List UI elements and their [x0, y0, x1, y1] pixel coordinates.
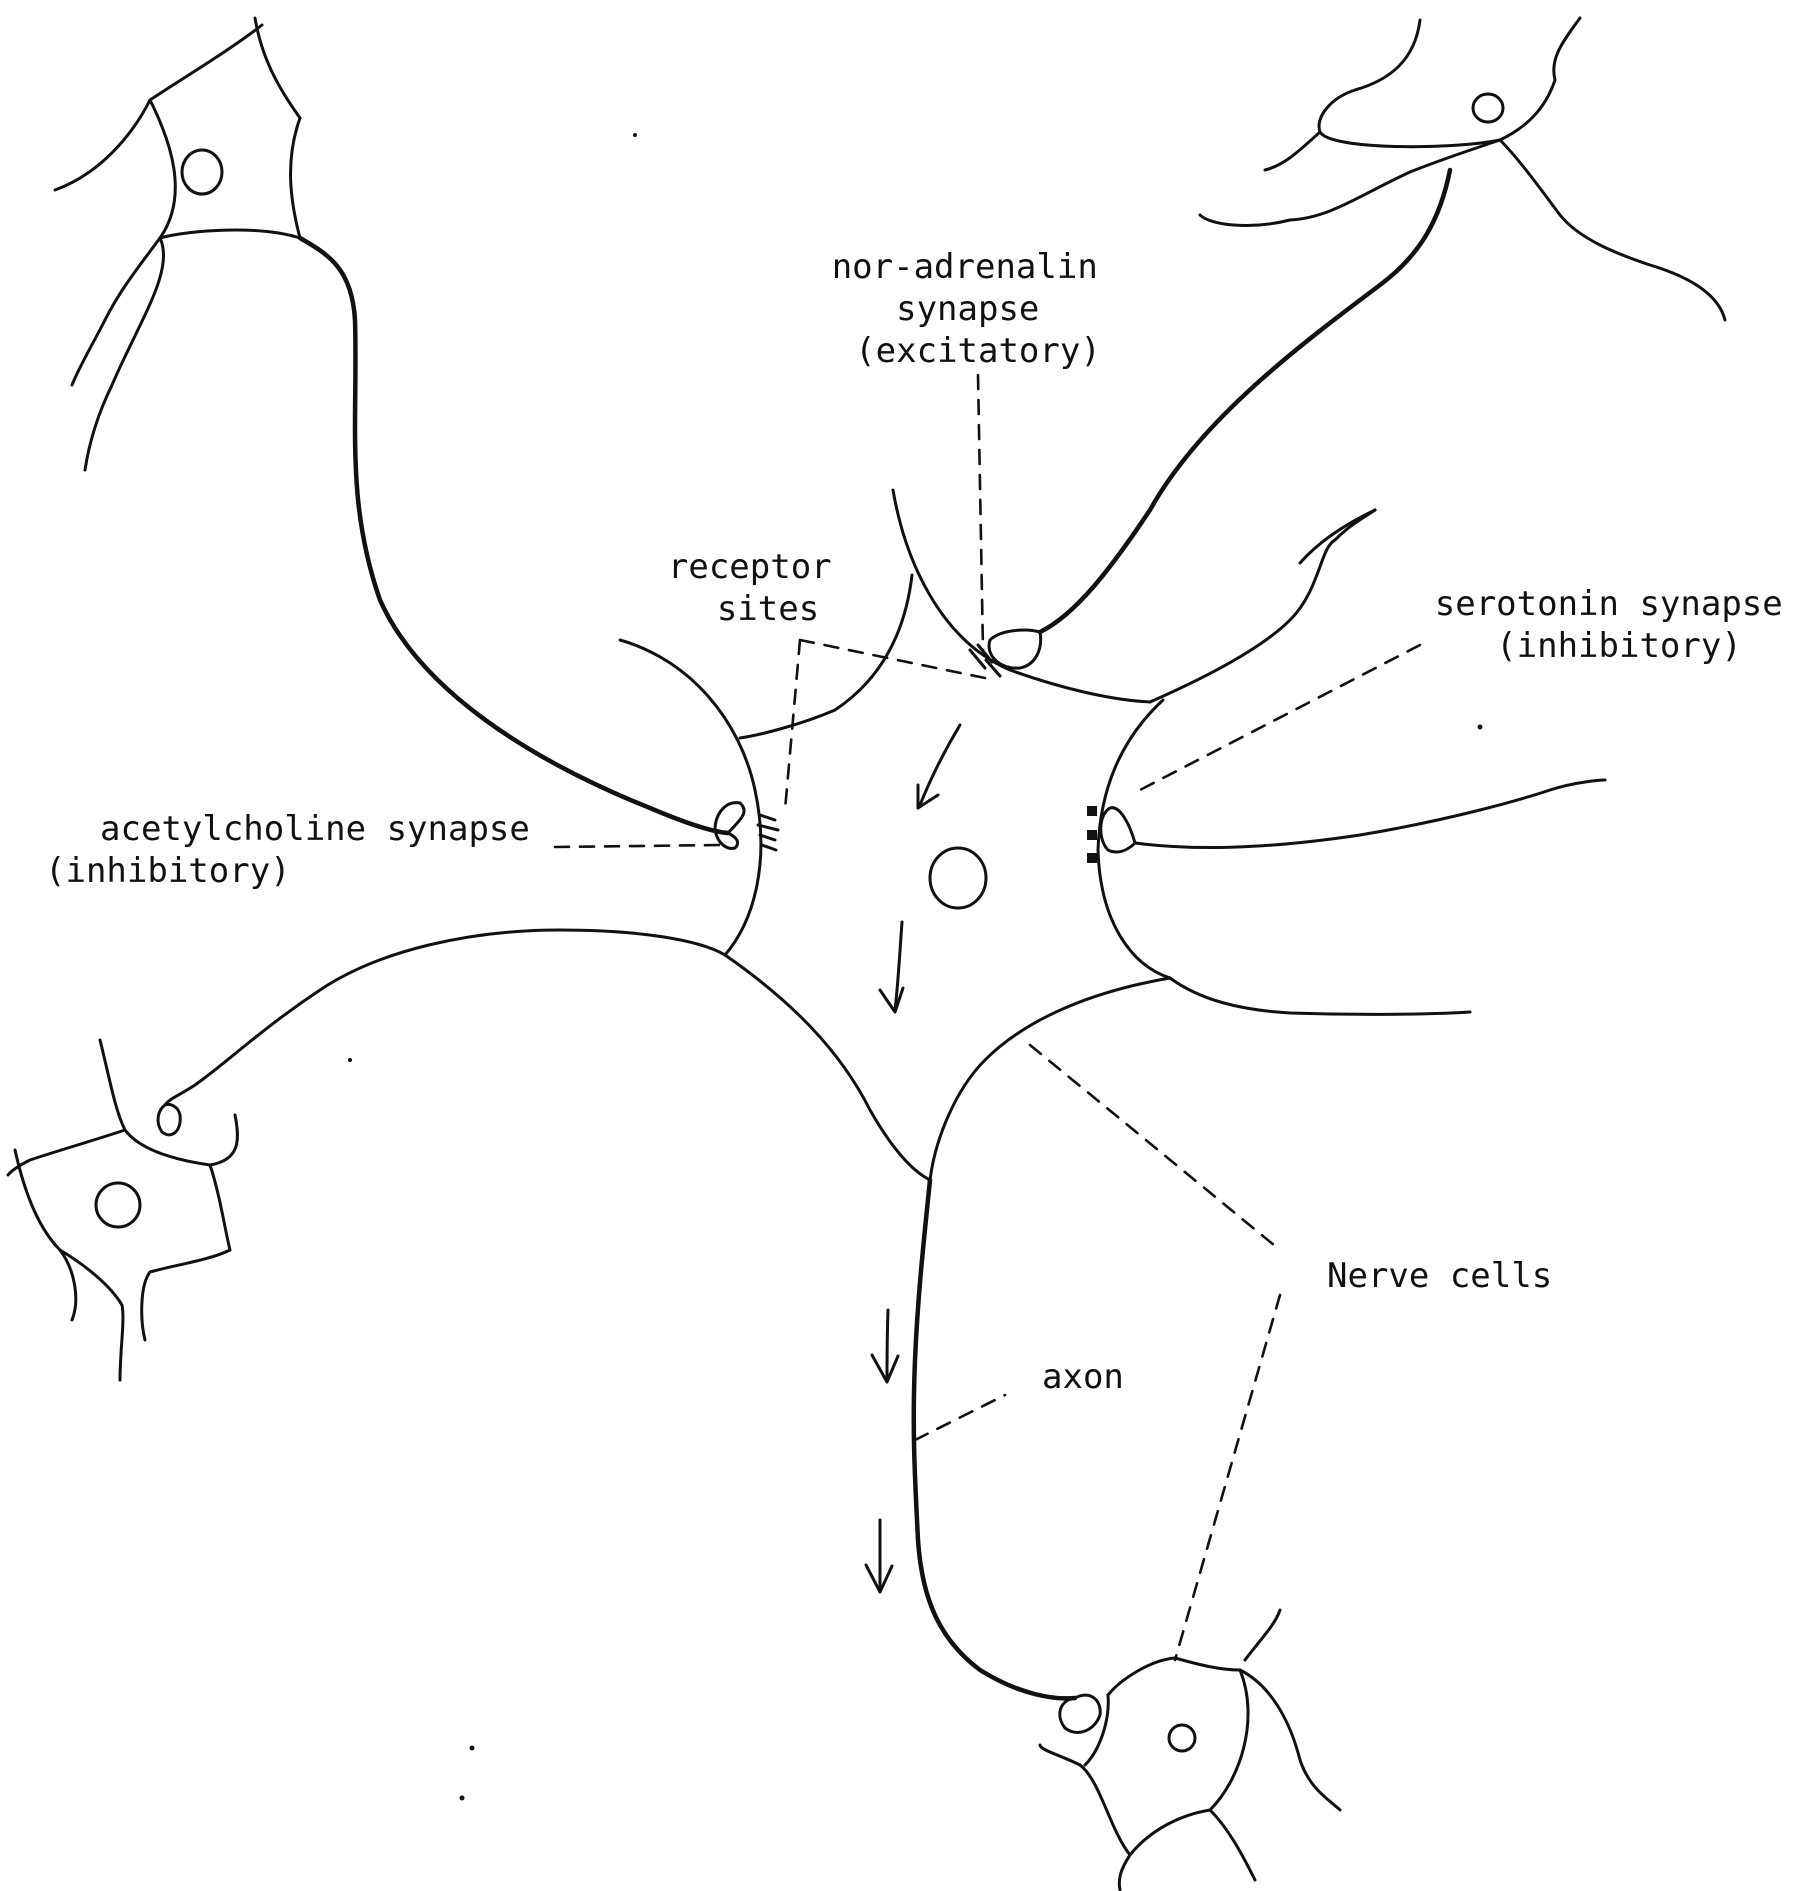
- neuron-bottom-right: [1040, 1610, 1340, 1890]
- label-receptor-sites: receptor sites: [668, 547, 852, 629]
- label-serotonin: serotonin synapse (inhibitory): [1435, 584, 1803, 666]
- nucleus-bottom-left: [96, 1183, 140, 1227]
- synaptic-knob-bottom-right: [1060, 1695, 1100, 1732]
- nucleus-top-left: [182, 150, 222, 194]
- synaptic-knob-noradrenalin: [989, 630, 1041, 668]
- nucleus-bottom-right: [1169, 1725, 1195, 1751]
- neuron-bottom-left: [8, 1040, 237, 1380]
- axon-top-right: [1040, 170, 1450, 632]
- neuron-top-right: [1200, 18, 1725, 320]
- label-nerve-cells: Nerve cells: [1327, 1256, 1552, 1296]
- receptor-marks-serotonin: [1087, 806, 1097, 863]
- synaptic-knob-serotonin: [1101, 808, 1135, 852]
- neuron-top-left: [55, 18, 300, 470]
- label-noradrenalin: nor-adrenalin synapse (excitatory): [832, 247, 1119, 371]
- nucleus-central: [930, 848, 986, 908]
- label-axon: axon: [1042, 1357, 1124, 1397]
- label-acetylcholine: acetylcholine synapse (inhibitory): [45, 809, 550, 891]
- synaptic-knob-acetylcholine: [715, 803, 744, 849]
- axon-central: [914, 1180, 1075, 1698]
- axon-top-left: [300, 238, 728, 833]
- synaptic-knob-bottom-left: [158, 1104, 180, 1134]
- nucleus-top-right: [1473, 94, 1503, 122]
